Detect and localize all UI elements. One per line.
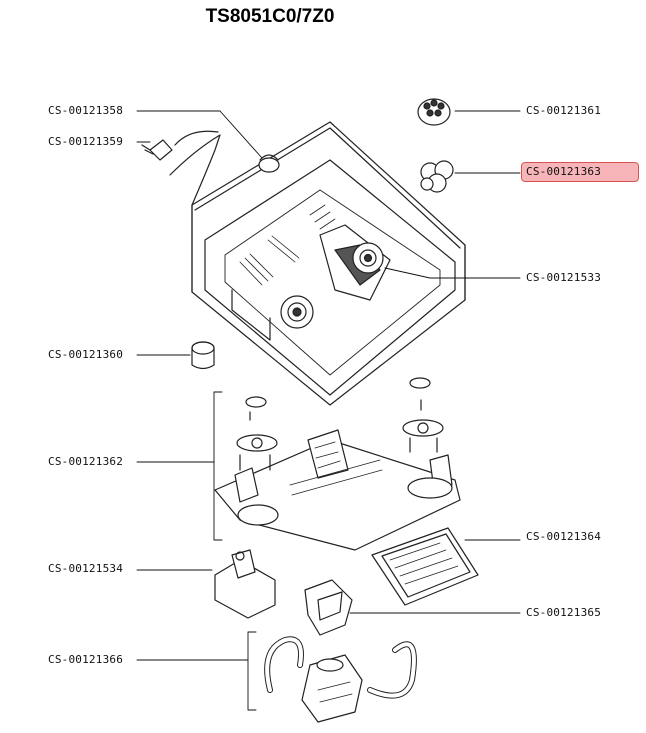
part-code-cs-00121358[interactable]: CS-00121358 — [48, 104, 124, 117]
part-code-cs-00121534[interactable]: CS-00121534 — [48, 562, 124, 575]
ring-illustration — [191, 341, 215, 370]
part-code-cs-00121533[interactable]: CS-00121533 — [526, 271, 602, 284]
diagram-title: TS8051C0/7Z0 — [205, 6, 335, 27]
part-code-cs-00121364[interactable]: CS-00121364 — [526, 530, 602, 543]
part-code-cs-00121361[interactable]: CS-00121361 — [526, 104, 602, 117]
part-code-cs-00121366[interactable]: CS-00121366 — [48, 653, 124, 666]
part-code-cs-00121363[interactable]: CS-00121363 — [521, 162, 639, 182]
part-code-cs-00121365[interactable]: CS-00121365 — [526, 606, 602, 619]
massage-cap-illustration — [417, 98, 451, 126]
basin-illustration — [191, 121, 466, 406]
leader-lines — [136, 110, 521, 711]
gear-assembly-illustration — [214, 377, 461, 551]
power-cord-illustration — [141, 130, 221, 206]
heater-tray-illustration — [371, 527, 479, 606]
control-board-illustration — [304, 579, 353, 636]
part-code-cs-00121360[interactable]: CS-00121360 — [48, 348, 124, 361]
part-code-cs-00121362[interactable]: CS-00121362 — [48, 455, 124, 468]
pump-hoses-illustration — [264, 636, 417, 723]
roller-balls-illustration — [420, 160, 454, 193]
part-code-cs-00121359[interactable]: CS-00121359 — [48, 135, 124, 148]
switch-block-illustration — [214, 549, 276, 619]
